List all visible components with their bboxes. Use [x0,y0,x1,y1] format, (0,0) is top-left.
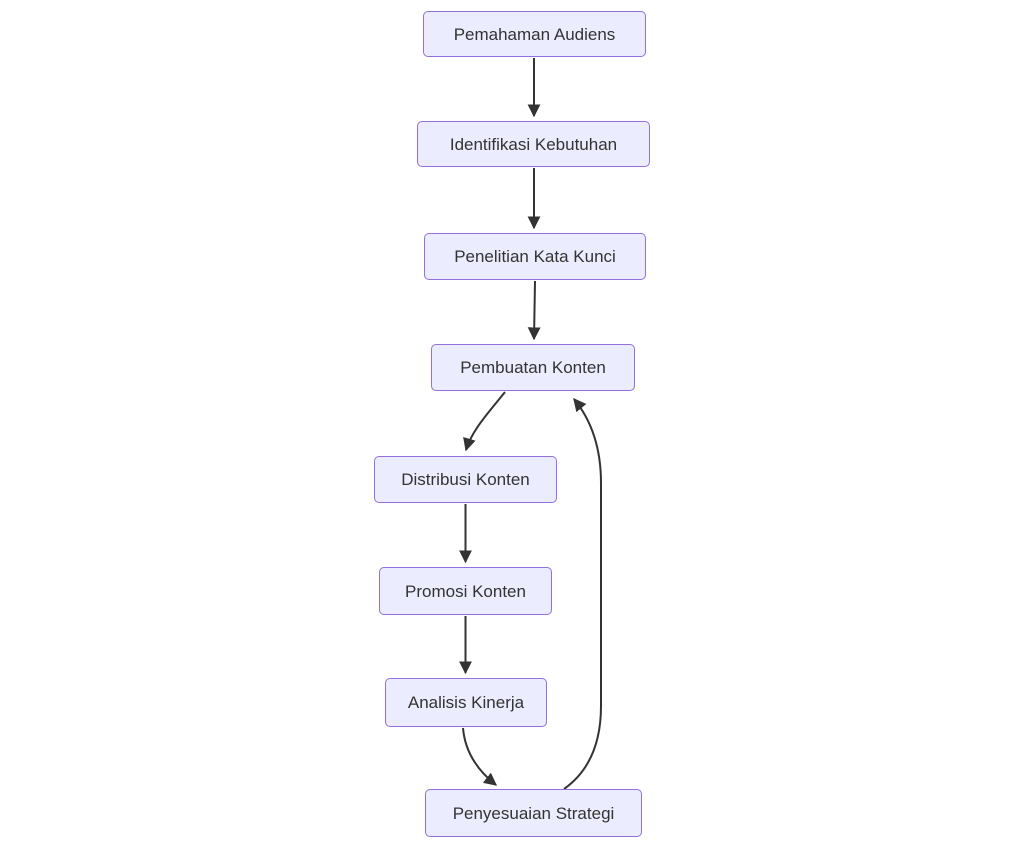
arrow-penelitian-to-pembuatan [527,280,541,341]
arrow-penyesuaian-to-pembuatan [563,397,602,790]
node-penyesuaian-strategi: Penyesuaian Strategi [425,789,642,837]
node-identifikasi-kebutuhan: Identifikasi Kebutuhan [417,121,650,167]
node-penelitian-kata-kunci: Penelitian Kata Kunci [424,233,646,280]
node-distribusi-konten: Distribusi Konten [374,456,557,503]
node-pemahaman-audiens: Pemahaman Audiens [423,11,646,57]
node-promosi-konten: Promosi Konten [379,567,552,615]
arrow-pembuatan-to-distribusi [463,391,506,452]
node-analisis-kinerja: Analisis Kinerja [385,678,547,727]
arrow-analisis-to-penyesuaian [462,727,498,786]
node-pembuatan-konten: Pembuatan Konten [431,344,635,391]
